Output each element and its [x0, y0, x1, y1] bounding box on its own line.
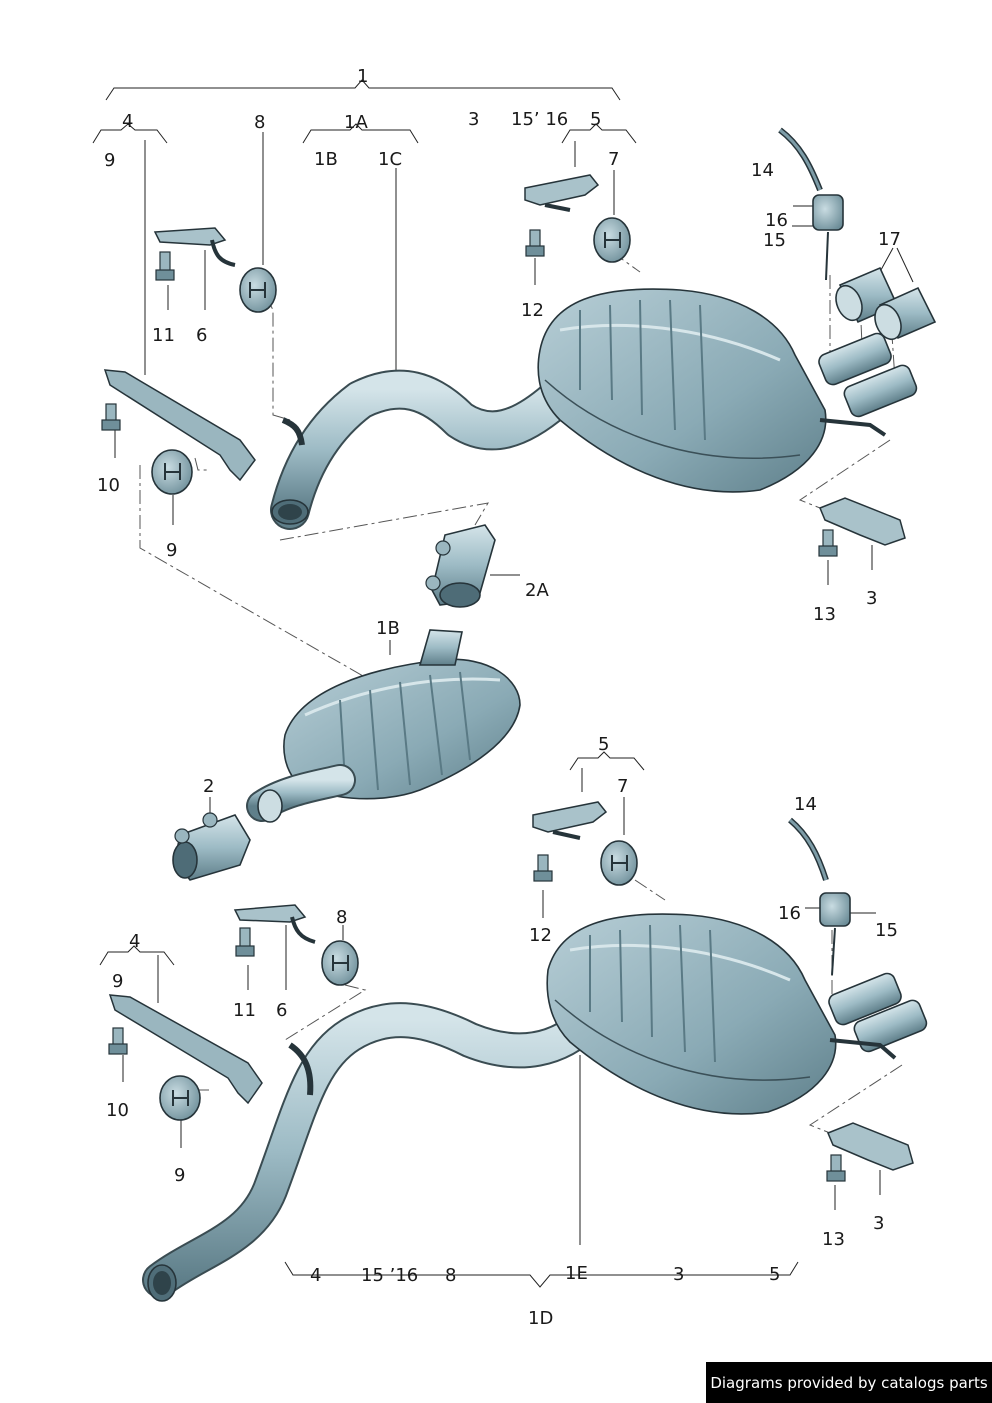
rubber-hanger-7-top [593, 217, 631, 263]
bracket-4-top [92, 123, 168, 144]
bolt-13-bottom [826, 1154, 846, 1182]
bracket-1D [284, 1261, 799, 1288]
label-10-bot: 10 [106, 1100, 129, 1121]
label-6-bot: 6 [276, 1000, 287, 1021]
bracket-6-bottom [233, 904, 316, 944]
label-1: 1 [357, 66, 368, 87]
rubber-hanger-8-bottom [321, 940, 359, 986]
label-2: 2 [203, 776, 214, 797]
bolt-11-bottom [235, 927, 255, 957]
rear-muffler-bottom [546, 913, 928, 1115]
bolt-10-bottom [108, 1027, 128, 1055]
label-11-bot: 11 [233, 1000, 256, 1021]
bracket-4-bottom [99, 945, 175, 966]
tailpipe-tips-17 [835, 266, 937, 341]
label-foot-15-16: 15 ’16 [361, 1265, 418, 1286]
label-16-bot: 16 [778, 903, 801, 924]
label-5: 5 [590, 109, 601, 130]
label-8: 8 [254, 112, 265, 133]
label-3b: 3 [866, 588, 877, 609]
label-12: 12 [521, 300, 544, 321]
label-foot-3: 3 [673, 1264, 684, 1285]
bolt-12-top [525, 229, 545, 257]
rubber-hanger-9-bottom [159, 1075, 201, 1121]
bracket-5-bottom-part [532, 801, 608, 840]
label-17: 17 [878, 229, 901, 250]
pipe-1C [270, 369, 575, 530]
rubber-hanger-7-bottom [600, 840, 638, 886]
label-4: 4 [122, 111, 133, 132]
label-foot-1D: 1D [528, 1308, 553, 1329]
bolt-11-top [155, 251, 175, 281]
bracket-1 [105, 79, 621, 101]
label-foot-4: 4 [310, 1265, 321, 1286]
label-9b-bot: 9 [174, 1165, 185, 1186]
rubber-hanger-8-top [239, 267, 277, 313]
bolt-12-bottom [533, 854, 553, 882]
label-9-bot: 9 [112, 971, 123, 992]
label-1C: 1C [378, 149, 402, 170]
label-2A: 2A [525, 580, 549, 601]
label-foot-8: 8 [445, 1265, 456, 1286]
center-muffler-1B [246, 629, 521, 823]
rear-muffler-top [537, 288, 918, 493]
label-8-bot: 8 [336, 907, 347, 928]
bracket-1A [302, 123, 419, 144]
label-1B: 1B [314, 149, 338, 170]
vacuum-actuator-top [778, 127, 844, 281]
clamp-2A [425, 524, 496, 608]
label-5-bot: 5 [598, 734, 609, 755]
bolt-13-top [818, 529, 838, 557]
bracket-5-top-part [524, 174, 600, 212]
bracket-5-bottom [569, 751, 645, 771]
vacuum-actuator-bottom [788, 817, 851, 976]
label-15-bot: 15 [875, 920, 898, 941]
label-9b: 9 [166, 540, 177, 561]
bracket-4-top-part [103, 369, 256, 482]
bottom-assembly [99, 751, 928, 1302]
label-6: 6 [196, 325, 207, 346]
bracket-6-top [153, 227, 236, 267]
clamp-3-bottom [827, 1122, 914, 1171]
bolt-10-top [101, 403, 121, 431]
label-4-bot: 4 [129, 931, 140, 952]
bracket-4-bottom-part [108, 994, 263, 1105]
label-12-bot: 12 [529, 925, 552, 946]
label-3: 3 [468, 109, 479, 130]
label-3-bot: 3 [873, 1213, 884, 1234]
label-14: 14 [751, 160, 774, 181]
label-7: 7 [608, 149, 619, 170]
label-15: 15 [763, 230, 786, 251]
label-16: 16 [765, 210, 788, 231]
part-labels: 1 4 9 8 1A 1B 1C 3 15’ 16 5 7 14 16 15 1… [97, 66, 901, 1329]
pipe-1E [142, 1002, 608, 1302]
label-13: 13 [813, 604, 836, 625]
label-10: 10 [97, 475, 120, 496]
middle-assembly [172, 524, 521, 881]
clamp-2 [172, 812, 251, 881]
bracket-5-top [561, 123, 637, 144]
credit-banner: Diagrams provided by catalogs parts [706, 1362, 992, 1403]
label-1A: 1A [344, 112, 368, 133]
label-11: 11 [152, 325, 175, 346]
label-13-bot: 13 [822, 1229, 845, 1250]
rubber-hanger-9-top [151, 449, 193, 495]
label-7-bot: 7 [617, 776, 628, 797]
label-14-bot: 14 [794, 794, 817, 815]
top-assembly [92, 79, 937, 681]
label-9: 9 [104, 150, 115, 171]
label-1B-mid: 1B [376, 618, 400, 639]
label-foot-5: 5 [769, 1264, 780, 1285]
label-foot-1E: 1E [565, 1263, 588, 1284]
label-15-16: 15’ 16 [511, 109, 568, 130]
clamp-3-top [819, 497, 906, 546]
